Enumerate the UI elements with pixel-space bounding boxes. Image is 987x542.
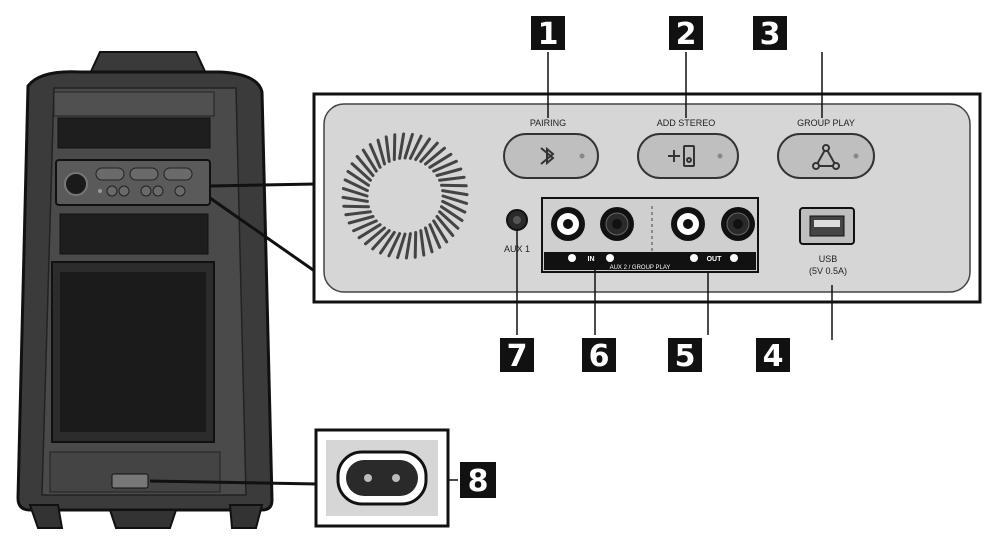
- usb-rating-label: (5V 0.5A): [809, 266, 847, 276]
- grille-slot: [352, 219, 378, 233]
- svg-text:7: 7: [507, 339, 528, 374]
- grille-slot: [384, 135, 391, 163]
- svg-text:4: 4: [763, 339, 784, 374]
- grille-slot: [438, 175, 466, 182]
- grille-slot: [346, 170, 370, 187]
- speaker-body: [16, 51, 274, 529]
- svg-text:2: 2: [676, 17, 697, 52]
- zoom-line-power: [149, 479, 319, 486]
- grille-slot: [396, 232, 407, 260]
- grille-slot: [350, 162, 372, 182]
- callout-7: 7: [500, 338, 534, 374]
- grille-slot: [403, 132, 414, 160]
- grille-slot: [424, 146, 446, 166]
- add-stereo-button[interactable]: [637, 133, 739, 179]
- grille-slot: [387, 232, 402, 258]
- grille-slot: [344, 210, 372, 217]
- grille-slot: [392, 133, 397, 161]
- grille-slot: [355, 155, 375, 177]
- pairing-label: PAIRING: [530, 118, 566, 128]
- grille-slot: [428, 152, 453, 169]
- grille-slot: [435, 215, 455, 237]
- grille-slot: [341, 195, 369, 203]
- group-play-label: GROUP PLAY: [797, 118, 855, 128]
- svg-text:1: 1: [538, 17, 559, 52]
- svg-text:8: 8: [468, 464, 489, 499]
- grille-slot: [343, 178, 369, 193]
- grille-slot: [414, 137, 431, 161]
- callout-5: 5: [668, 338, 702, 374]
- group-play-icon: [812, 144, 840, 170]
- grille-slot: [341, 187, 369, 198]
- callout-8: 8: [460, 462, 496, 499]
- zoom-line-top: [209, 182, 317, 188]
- rear-panel-detail: PAIRING ADD STEREO GROUP PLAY AUX 1: [312, 92, 982, 304]
- grille-slot: [438, 210, 460, 230]
- grille-slot: [368, 143, 382, 169]
- zoom-line-bottom: [209, 196, 317, 274]
- grille-slot: [424, 226, 434, 254]
- grille-slot: [371, 229, 391, 251]
- callout-2: 2: [669, 16, 703, 52]
- callout-leaders: [448, 52, 833, 481]
- grille-slot: [413, 231, 418, 259]
- grille-slot: [419, 229, 426, 257]
- add-stereo-label: ADD STEREO: [657, 118, 716, 128]
- grille-slot: [432, 219, 449, 244]
- svg-text:5: 5: [675, 339, 696, 374]
- power-inlet-detail: [314, 428, 450, 528]
- callout-3: 3: [753, 16, 787, 52]
- grille-slot: [440, 205, 464, 222]
- svg-text:3: 3: [760, 17, 781, 52]
- grille-slot: [440, 183, 468, 188]
- grille-slot: [419, 141, 439, 163]
- out-label: OUT: [707, 256, 723, 263]
- grille-slot: [398, 132, 406, 160]
- grille-slot: [364, 226, 386, 246]
- add-speaker-icon: [668, 145, 695, 167]
- grille-slot: [441, 199, 467, 214]
- grille-slot: [441, 194, 469, 205]
- grille-slot: [361, 148, 378, 173]
- aux2-group-play-label: AUX 2 / GROUP PLAY: [610, 265, 671, 271]
- grille-slot: [379, 231, 396, 255]
- grille-slot: [404, 232, 412, 260]
- svg-text:6: 6: [589, 339, 610, 374]
- in-label: IN: [588, 256, 595, 263]
- callout-1: 1: [531, 16, 565, 52]
- usb-label: USB: [819, 254, 838, 264]
- grille-slot: [408, 134, 423, 160]
- callout-4: 4: [756, 338, 790, 374]
- grille-slot: [428, 223, 442, 249]
- grille-slot: [376, 138, 386, 166]
- grille-slot: [357, 223, 382, 240]
- bluetooth-icon: [540, 146, 555, 166]
- grille-slot: [441, 189, 469, 197]
- grille-slot: [435, 167, 463, 177]
- grille-slot: [432, 159, 458, 173]
- group-play-button[interactable]: [777, 133, 875, 179]
- grille-slot: [347, 215, 375, 225]
- speaker-grille: [341, 132, 469, 260]
- grille-slot: [342, 204, 370, 209]
- callout-6: 6: [582, 338, 616, 374]
